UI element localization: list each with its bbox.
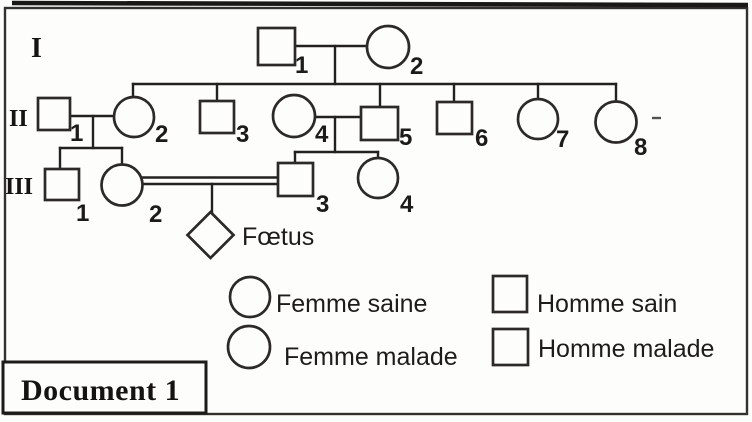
union-II1-II2 (68, 114, 116, 150)
consanguineous-union-III2-III3 (140, 176, 280, 216)
legend: Femme saine Femme malade Homme sain Homm… (226, 274, 714, 371)
legend-label: Homme malade (538, 335, 714, 363)
female-circle (271, 93, 317, 139)
individual-II-1: 1 (36, 96, 83, 147)
individual-number: 5 (399, 124, 412, 151)
individual-number: 1 (76, 200, 89, 227)
sibship-lines-III-left (58, 146, 124, 171)
fetus-label: Fœtus (242, 223, 314, 251)
individual-II-7: 7 (516, 97, 569, 153)
individual-number: 1 (295, 52, 308, 79)
fetus-diamond (185, 210, 236, 260)
affected-female-circle (100, 163, 144, 207)
individual-II-4: 4 (271, 93, 329, 148)
individual-II-8: 8 (594, 100, 661, 161)
generation-label-III: III (5, 174, 33, 200)
union-lines-generation-1 (293, 44, 369, 86)
male-square (256, 26, 297, 67)
individual-II-2: 2 (112, 95, 168, 148)
male-square (276, 161, 315, 198)
individual-III-3: 3 (276, 161, 329, 218)
male-square (359, 105, 400, 142)
individual-II-3: 3 (198, 99, 249, 148)
affected-female-symbol (226, 324, 272, 370)
individual-number: 2 (155, 121, 168, 148)
individual-number: 1 (70, 120, 83, 147)
individual-III-4: 4 (356, 156, 414, 218)
female-circle (112, 95, 156, 139)
affected-male-symbol (491, 327, 530, 367)
legend-item-homme-malade: Homme malade (491, 327, 714, 367)
union-II4-II5 (313, 115, 363, 154)
individual-II-5: 5 (359, 105, 412, 151)
individual-number: 8 (634, 134, 647, 161)
individual-number: 3 (236, 121, 249, 148)
individual-I-2: 2 (365, 24, 423, 80)
scan-top-edge-line (11, 0, 749, 8)
individual-number: 6 (475, 125, 488, 152)
legend-label: Femme malade (284, 343, 458, 371)
male-square (36, 96, 72, 132)
legend-item-femme-malade: Femme malade (226, 324, 458, 371)
individual-II-6: 6 (435, 100, 488, 152)
female-circle (356, 156, 400, 200)
legend-label: Femme saine (276, 290, 427, 318)
document-title: Document 1 (21, 374, 180, 407)
affected-male-square (198, 99, 236, 135)
generation-label-I: I (31, 33, 42, 64)
generation-label-II: II (9, 106, 28, 132)
male-square (43, 167, 81, 202)
legend-item-femme-saine: Femme saine (228, 275, 427, 319)
individual-I-1: 1 (256, 26, 308, 79)
figure-border-frame (3, 6, 749, 416)
male-square (435, 100, 474, 136)
individual-number: 2 (410, 53, 423, 80)
female-circle (365, 24, 411, 70)
fetus: Fœtus (185, 210, 314, 260)
individual-III-1: 1 (43, 167, 89, 227)
individual-number: 4 (315, 121, 329, 148)
healthy-male-symbol (491, 274, 529, 314)
title-box-border (1, 360, 208, 415)
female-circle (516, 97, 560, 141)
individual-number: 3 (316, 191, 329, 218)
healthy-female-symbol (228, 275, 272, 319)
individual-number: 7 (556, 126, 569, 153)
individual-number: 2 (149, 201, 162, 228)
individual-III-2: 2 (100, 163, 162, 228)
document-title-box: Document 1 (1, 360, 208, 415)
individual-number: 4 (400, 191, 414, 218)
affected-female-circle (594, 100, 638, 144)
legend-item-homme-sain: Homme sain (491, 274, 677, 318)
legend-label: Homme sain (537, 290, 677, 318)
sibship-lines-generation-2 (131, 82, 618, 109)
